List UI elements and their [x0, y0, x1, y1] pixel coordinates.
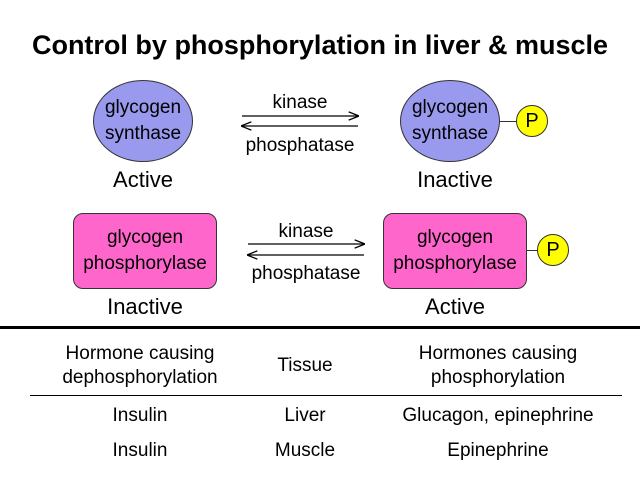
phosphate-bond [500, 121, 517, 122]
table-cell: Muscle [274, 440, 336, 461]
glycogen-synthase-inactive-node: glycogen synthase [400, 80, 500, 162]
header-line2: dephosphorylation [62, 367, 218, 388]
phosphorylase-kinase-label: kinase [278, 221, 334, 242]
table-header-divider [30, 395, 622, 396]
synthase-phosphatase-label: phosphatase [245, 135, 355, 156]
header-line1: Hormones causing [418, 343, 578, 364]
glycogen-synthase-active-node: glycogen synthase [93, 80, 193, 162]
synthase-kinase-label: kinase [272, 92, 328, 113]
phosphorylase-left-state: Inactive [107, 294, 183, 319]
enzyme-name-line1: glycogen [106, 227, 184, 248]
enzyme-name-line2: phosphorylase [393, 253, 517, 274]
glycogen-phosphorylase-active-node: glycogen phosphorylase [383, 213, 527, 289]
table-cell: Epinephrine [447, 440, 549, 461]
enzyme-name-line1: glycogen [104, 97, 182, 118]
glycogen-phosphorylase-inactive-node: glycogen phosphorylase [73, 213, 217, 289]
phosphorylase-phosphatase-label: phosphatase [251, 263, 361, 284]
phosphate-bond [527, 250, 538, 251]
phosphorylase-right-state: Active [425, 294, 485, 319]
table-cell: Glucagon, epinephrine [402, 405, 594, 426]
enzyme-name-line2: synthase [411, 123, 489, 144]
header-phosphorylation: Hormones causing phosphorylation [370, 342, 626, 390]
section-divider [0, 326, 640, 329]
table-cell: Insulin [112, 405, 168, 426]
enzyme-name-line1: glycogen [416, 227, 494, 248]
enzyme-name-line2: phosphorylase [83, 253, 207, 274]
table-cell: Insulin [112, 440, 168, 461]
header-line2: phosphorylation [430, 367, 566, 388]
slide-title: Control by phosphorylation in liver & mu… [31, 30, 609, 60]
phosphate-circle: P [516, 105, 548, 137]
synthase-left-state: Active [113, 167, 173, 192]
header-tissue: Tissue [277, 355, 333, 376]
phosphate-circle: P [537, 234, 569, 266]
header-line1: Hormone causing [65, 343, 215, 364]
enzyme-name-line1: glycogen [411, 97, 489, 118]
table-cell: Liver [284, 405, 326, 426]
synthase-right-state: Inactive [417, 167, 493, 192]
header-dephosphorylation: Hormone causing dephosphorylation [30, 342, 250, 390]
enzyme-name-line2: synthase [104, 123, 182, 144]
